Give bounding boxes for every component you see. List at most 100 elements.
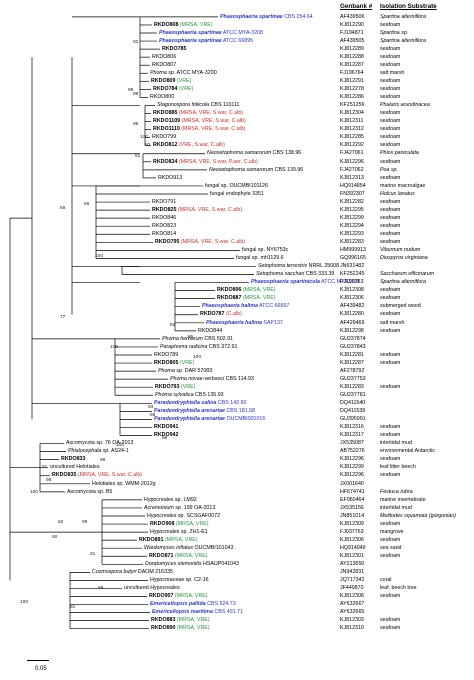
isolation-substrate: salt marsh — [380, 319, 405, 326]
genbank-accession: FJ196763 — [340, 279, 364, 286]
genbank-accession: JX001640 — [340, 480, 364, 487]
isolation-substrate: seafoam — [380, 86, 401, 93]
taxon-name: RKDO908 — [150, 520, 175, 527]
taxon-label: Phaeosphaeria spartinae ATCC 66895 — [159, 38, 253, 45]
substrate-header: Isolation Substrate — [380, 3, 437, 10]
genbank-accession: KJ812301 — [340, 552, 364, 559]
taxon-label: fungal sp. mh1129.6 — [236, 255, 284, 262]
bootstrap-value: 100 — [20, 600, 29, 605]
genbank-accession: GU237843 — [340, 343, 366, 350]
genbank-accession: KJ812306 — [340, 536, 364, 543]
isolation-substrate: intertidal mud — [380, 504, 412, 511]
taxon-suffix: 76 OA-2013 — [103, 440, 134, 447]
taxon-label: RKDO833 — [61, 456, 85, 463]
taxon-label: Phoma novae-verbasci CBS 114.93 — [170, 376, 254, 383]
taxon-label: RKDO891 (MRSA, VRE) — [139, 537, 198, 544]
taxon-suffix: (MRSA, VRE, S.war, C.alb) — [76, 472, 143, 479]
taxon-name: RKDO833 — [61, 456, 86, 463]
bootstrap-value: 61 — [135, 154, 141, 159]
bootstrap-value: 88 — [150, 413, 156, 418]
taxon-name: uncultured Helotiales — [50, 464, 100, 471]
taxon-name: RKDO800 — [150, 94, 175, 101]
taxon-name: RKDO793 — [155, 383, 180, 390]
taxon-label: Hypocreales sp. LM92 — [144, 497, 197, 504]
genbank-accession: GQ996165 — [340, 255, 366, 262]
isolation-substrate: seafoam — [380, 206, 401, 213]
taxon-name: Phaeosphaeria spartinicola — [251, 279, 320, 286]
taxon-suffix: SCSGAF0072 — [184, 512, 221, 519]
taxon-label: RKDO896 (MRSA, VRE) — [217, 287, 276, 294]
taxon-name: RKDO1109 — [153, 118, 181, 125]
taxon-name: Hypocreales sp. — [150, 528, 188, 535]
taxon-suffix: (MRSA, VRE, S.war, C.alb) — [177, 110, 244, 117]
taxon-name: Phaeosphaeria spartinae — [159, 29, 222, 36]
genbank-accession: KJ812294 — [340, 222, 364, 229]
isolation-substrate: leaf litter beech — [380, 464, 416, 471]
taxon-name: RKDO789 — [154, 351, 179, 358]
taxon-label: Ascomycota sp. 76 OA-2013 — [66, 440, 133, 447]
isolation-substrate: seafoam — [380, 472, 401, 479]
taxon-name: Emericellopsis maritima — [152, 609, 213, 616]
genbank-accession: HQ914854 — [340, 182, 366, 189]
taxon-name: RKDO835 — [52, 472, 77, 479]
taxon-suffix: CBS 135.93 — [193, 391, 224, 398]
scale-bar — [27, 660, 49, 661]
taxon-label: RKDO793 (VRE) — [155, 384, 195, 391]
taxon-suffix: ZH1-E1 — [187, 528, 208, 535]
taxon-name: RKDO942 — [154, 432, 179, 439]
taxon-label: RKDO941 — [154, 424, 178, 431]
isolation-substrate: Viburnum nudum — [380, 247, 421, 254]
taxon-suffix: mh1129.6 — [258, 255, 284, 262]
taxon-label: Setophoma sacchari CBS 333.39 — [256, 271, 334, 278]
genbank-accession: KJ812287 — [340, 359, 364, 366]
bootstrap-value: 68 — [60, 206, 66, 211]
taxon-suffix: OUCMBI101126 — [227, 182, 268, 189]
taxon-label: Paraphoma radicina CBS 372.91 — [160, 344, 237, 351]
isolation-substrate: seafoam — [380, 118, 401, 125]
genbank-accession: KJ812288 — [340, 53, 364, 60]
taxon-label: RKDO809 (VRE) — [151, 78, 191, 85]
genbank-accession: KJ812292 — [340, 142, 364, 149]
isolation-substrate: seafoam — [380, 617, 401, 624]
taxon-label: RKDO885 (MRSA, VRE, S.war, C.alb) — [153, 110, 243, 117]
taxon-suffix: CBS 110111 — [209, 102, 240, 109]
taxon-name: Phaeosphaeria halima — [202, 303, 258, 310]
genbank-accession: KJ812295 — [340, 206, 364, 213]
taxon-label: RKDO806 — [152, 54, 176, 61]
bootstrap-value: 92 — [133, 40, 139, 45]
taxon-name: RKDO823 — [152, 222, 177, 229]
taxon-label: fungal endophyte 3351 — [210, 191, 264, 198]
taxon-suffix: CBS 624.73 — [205, 601, 236, 608]
taxon-name: Cosmospora butyri — [92, 569, 137, 576]
bootstrap-value: 60 — [52, 535, 58, 540]
bootstrap-value: 100 — [30, 490, 39, 495]
taxon-suffix: (MRSA, VRE, S.war, C.alb) — [179, 239, 246, 245]
taxon-name: Paradendryphiella arenariae — [154, 408, 225, 415]
taxon-label: Phialocephala sp. AS24-1 — [68, 448, 129, 455]
genbank-accession: AF439506 — [340, 13, 365, 20]
taxon-name: Phoma novae-verbasci — [170, 375, 225, 382]
genbank-accession: FJ427062 — [340, 166, 364, 173]
taxon-label: Paradendryphiella arenariae CBS 181.58 — [154, 408, 255, 415]
taxon-label: RKDO789 — [154, 352, 178, 359]
taxon-name: RKDO825 — [152, 206, 177, 213]
taxon-name: Hypocreales sp. — [147, 512, 185, 519]
isolation-substrate: seafoam — [380, 53, 401, 60]
bootstrap-value: 81 — [70, 605, 76, 610]
taxon-label: Phaeosphaeria halima SAP137 — [206, 320, 283, 327]
bootstrap-value: 100 — [193, 355, 202, 360]
taxon-name: Setophoma terrestris — [258, 263, 308, 270]
taxon-label: Paradendryphiella salina CBS 142.60 — [154, 400, 246, 407]
genbank-accession: KJ812287 — [340, 61, 364, 68]
taxon-suffix: ATCC MYA-3200 — [175, 69, 217, 76]
bootstrap-value: 66 — [84, 202, 90, 207]
taxon-name: RKDO785 — [162, 45, 187, 52]
taxon-suffix: (MRSA, VRE) — [173, 593, 208, 600]
taxon-label: RKDO808 (MRSA, VRE) — [154, 22, 213, 29]
taxon-name: RKDO891 — [139, 536, 164, 543]
taxon-suffix: (MRSA, VRE) — [241, 295, 276, 302]
bootstrap-value: 95 — [188, 335, 194, 340]
taxon-suffix: CBS 142.60 — [216, 400, 247, 406]
taxon-label: RKDO844 — [198, 328, 222, 335]
bootstrap-value: 51 — [42, 465, 48, 470]
